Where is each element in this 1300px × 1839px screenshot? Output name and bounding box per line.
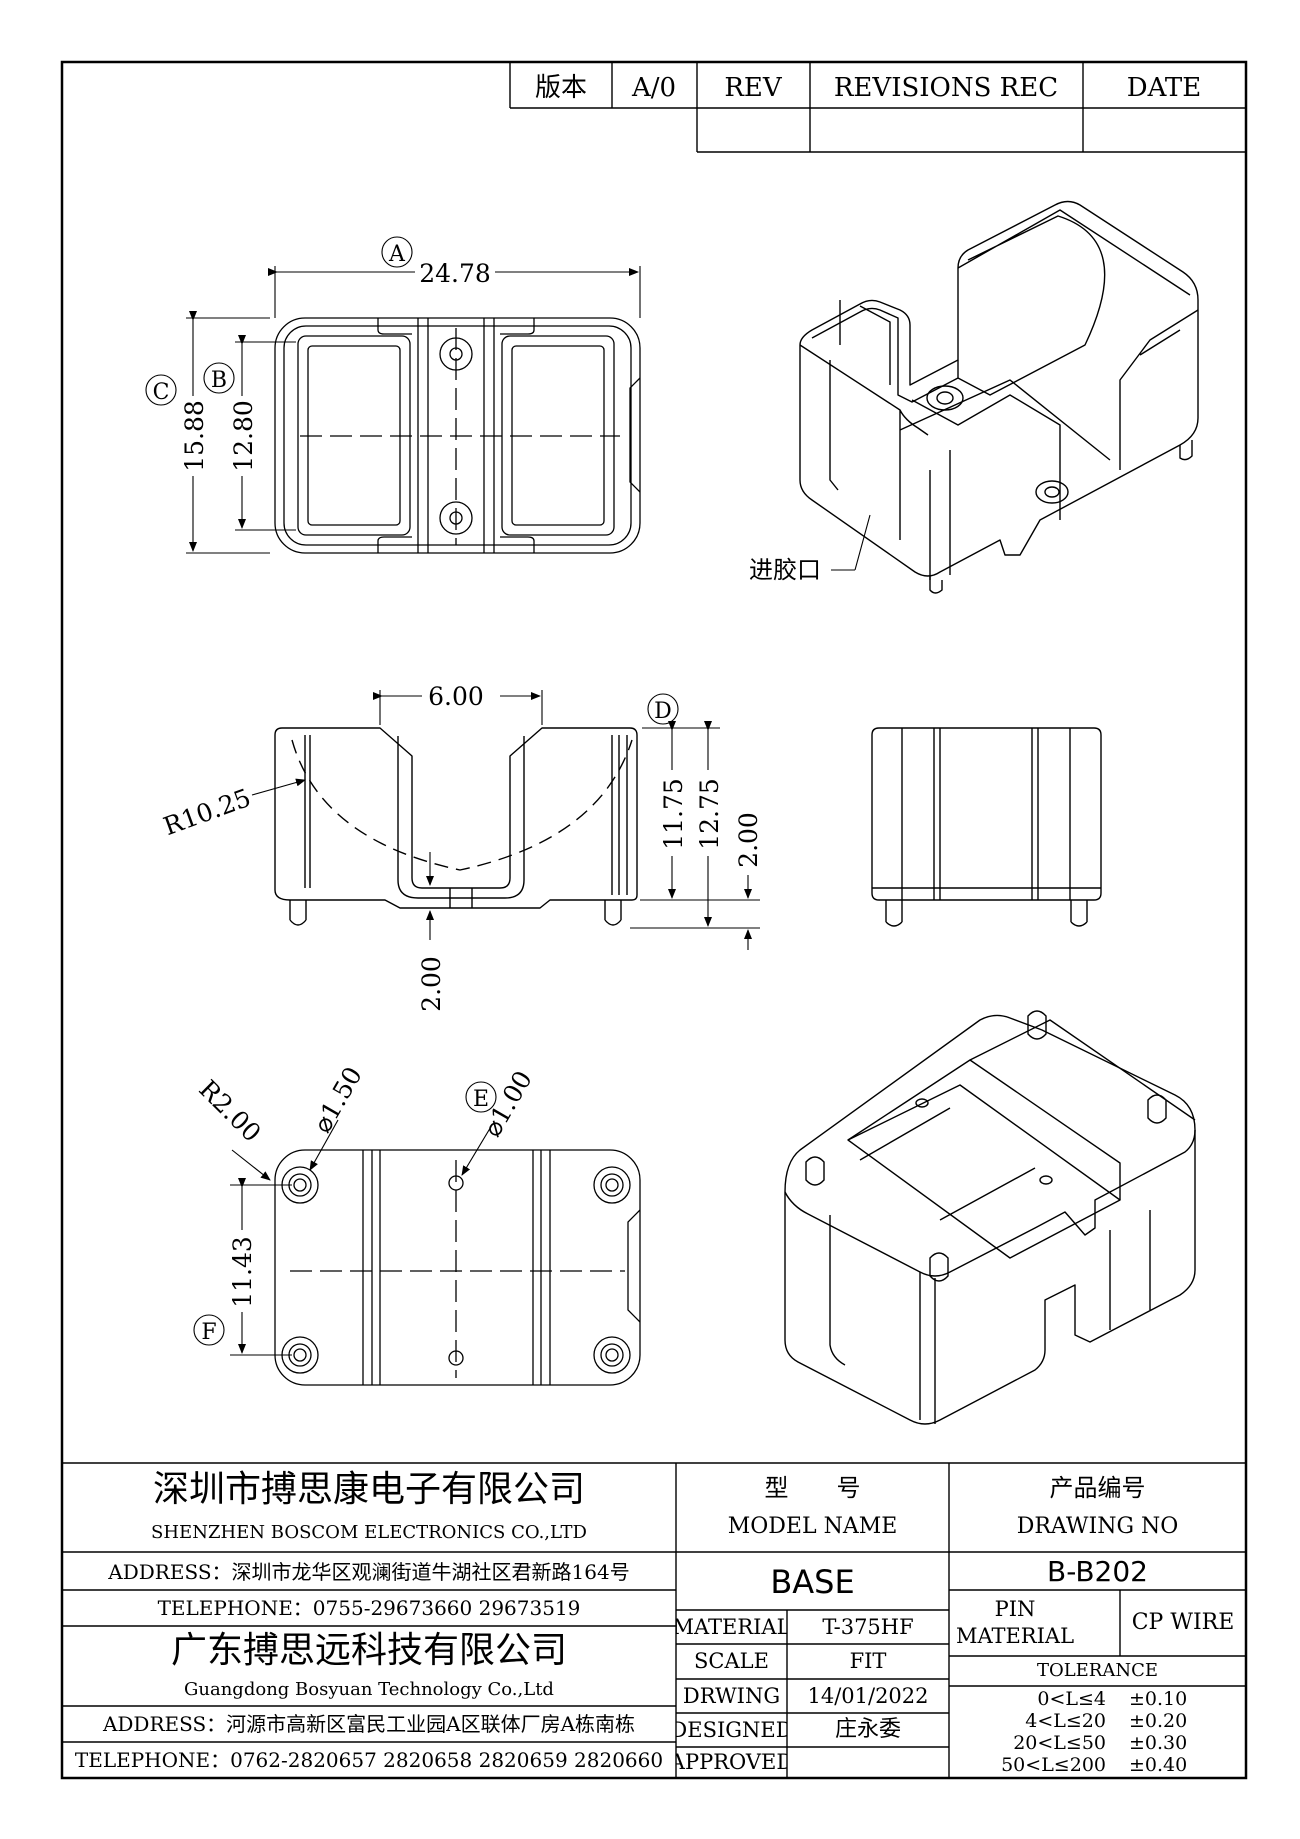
designed-label: DESIGNED (676, 1717, 787, 1742)
dim-d-marker: D (654, 699, 672, 724)
approved-label: APPROVED (676, 1750, 787, 1775)
drawing-label-en: DRAWING NO (1016, 1514, 1179, 1540)
tolerance-value: ±0.40 (1129, 1754, 1188, 1776)
drawing-value: B-B202 (1047, 1554, 1148, 1588)
revisions-label: REVISIONS REC (834, 73, 1058, 103)
dim-c-marker: C (153, 380, 170, 405)
gate-label: 进胶口 (749, 556, 821, 584)
tolerance-value: ±0.20 (1129, 1710, 1188, 1732)
tolerance-table: 0<L≤4 ±0.10 4<L≤20 ±0.20 20<L≤50 ±0.30 5… (949, 1688, 1246, 1776)
dim-b-value: 12.80 (229, 400, 258, 472)
date-label: DATE (1127, 73, 1202, 103)
height-inner: 11.75 (659, 778, 688, 850)
material-value: T-375HF (822, 1614, 914, 1639)
company1-address: ADDRESS：深圳市龙华区观澜街道牛湖社区君新路164号 (108, 1559, 630, 1584)
company1-name-cn: 深圳市搏思康电子有限公司 (152, 1469, 585, 1511)
base-thickness: 2.00 (417, 956, 446, 1012)
tolerance-row: 50<L≤200 ±0.40 (949, 1754, 1246, 1776)
scale-value: FIT (849, 1649, 887, 1674)
drawing-label-cn: 产品编号 (1049, 1474, 1146, 1503)
company2-address: ADDRESS：河源市高新区富民工业园A区联体厂房A栋南栋 (102, 1711, 636, 1736)
model-value: BASE (770, 1562, 855, 1601)
top-view-dimensions (145, 236, 641, 554)
model-label-en: MODEL NAME (727, 1514, 898, 1540)
tolerance-range: 20<L≤50 (1013, 1732, 1106, 1754)
pin-hole-dia: ⌀1.50 (307, 1062, 367, 1138)
dim-e-marker: E (473, 1087, 489, 1112)
tolerance-value: ±0.30 (1129, 1732, 1188, 1754)
material-label: MATERIAL (676, 1614, 787, 1639)
dim-b-marker: B (211, 368, 227, 393)
front-view (274, 727, 638, 926)
rev-label: REV (724, 73, 783, 103)
approved-value (787, 1747, 949, 1778)
revision-block (509, 62, 1246, 153)
drawing-date-label: DRWING (682, 1683, 781, 1708)
title-block-grid (62, 1462, 1246, 1778)
company2-telephone: TELEPHONE：0762-2820657 2820658 2820659 2… (74, 1747, 664, 1772)
tolerance-range: 0<L≤4 (1037, 1688, 1106, 1710)
company1-telephone: TELEPHONE：0755-29673660 29673519 (157, 1595, 581, 1620)
dim-f-marker: F (201, 1320, 216, 1345)
scale-label: SCALE (694, 1649, 769, 1674)
corner-radius: R2.00 (193, 1074, 266, 1147)
tolerance-range: 50<L≤200 (1001, 1754, 1106, 1776)
pin-material-value: CP WIRE (1131, 1610, 1235, 1636)
company1-name-en: SHENZHEN BOSCOM ELECTRONICS CO.,LTD (151, 1521, 587, 1543)
company2-name-cn: 广东搏思远科技有限公司 (170, 1630, 567, 1672)
dim-a-value: 24.78 (419, 259, 491, 288)
pin-material-label: PIN MATERIAL (955, 1596, 1075, 1648)
rev-version-label: 版本 (535, 73, 587, 103)
sheet-border (60, 60, 1248, 1780)
tolerance-row: 4<L≤20 ±0.20 (949, 1710, 1246, 1732)
slot-width: 6.00 (428, 682, 484, 711)
top-view (274, 317, 641, 554)
height-total: 12.75 (695, 778, 724, 850)
gate-leader (831, 514, 871, 571)
dim-c-value: 15.88 (180, 400, 209, 472)
side-view (871, 727, 1102, 927)
iso-view-top (799, 200, 1199, 594)
tolerance-value: ±0.10 (1129, 1688, 1188, 1710)
designed-value: 庄永委 (834, 1717, 901, 1743)
dim-a-marker: A (388, 242, 406, 267)
pin-length: 2.00 (734, 812, 763, 868)
tolerance-row: 20<L≤50 ±0.30 (949, 1732, 1246, 1754)
front-radius: R10.25 (160, 783, 255, 841)
rev-version-value: A/0 (631, 73, 676, 103)
model-label-cn: 型 号 (764, 1474, 861, 1503)
drawing-date-value: 14/01/2022 (807, 1683, 929, 1708)
iso-view-bottom (784, 1010, 1196, 1425)
tolerance-label: TOLERANCE (1036, 1659, 1159, 1681)
pin-pitch: 11.43 (228, 1236, 257, 1308)
tolerance-row: 0<L≤4 ±0.10 (949, 1688, 1246, 1710)
tolerance-range: 4<L≤20 (1025, 1710, 1106, 1732)
bottom-view (274, 1149, 641, 1386)
company2-name-en: Guangdong Bosyuan Technology Co.,Ltd (184, 1678, 554, 1700)
